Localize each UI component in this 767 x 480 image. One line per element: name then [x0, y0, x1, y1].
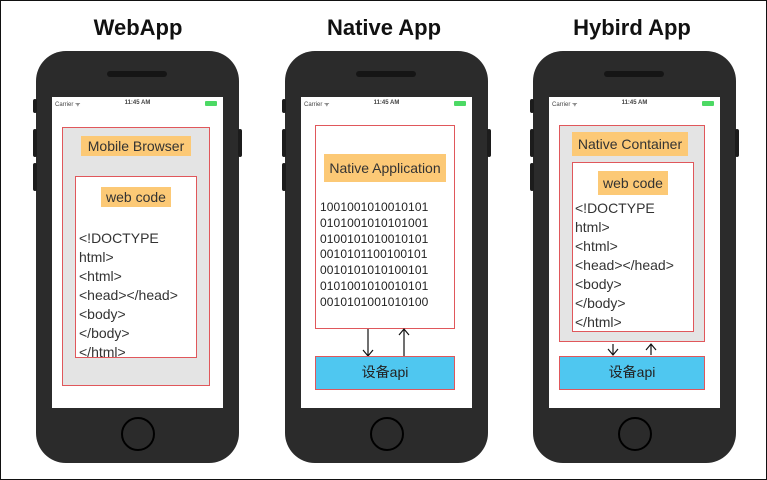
- mobile-browser-label: Mobile Browser: [81, 136, 191, 156]
- mute-switch: [282, 99, 286, 113]
- volume-down-button: [33, 163, 37, 191]
- speaker-icon: [604, 71, 664, 77]
- status-bar: Carrier ᯤ 11:45 AM: [301, 97, 472, 109]
- status-time: 11:45 AM: [124, 100, 151, 106]
- volume-down-button: [530, 163, 534, 191]
- mute-switch: [33, 99, 37, 113]
- native-app-title: Native App: [326, 15, 442, 40]
- home-button: [370, 417, 404, 451]
- speaker-icon: [107, 71, 167, 77]
- speaker-icon: [356, 71, 416, 77]
- mute-switch: [530, 99, 534, 113]
- web-code-label: web code: [598, 171, 668, 195]
- carrier-label: Carrier ᯤ: [304, 102, 330, 108]
- volume-down-button: [282, 163, 286, 191]
- power-button: [238, 129, 242, 157]
- mobile-browser-box: Mobile Browser web code <!DOCTYPE html> …: [62, 127, 210, 386]
- api-arrows: [607, 343, 657, 356]
- native-application-label: Native Application: [324, 154, 446, 182]
- hybrid-app-title: Hybird App: [573, 15, 691, 40]
- power-button: [735, 129, 739, 157]
- web-code-label: web code: [101, 187, 171, 207]
- native-container-label: Native Container: [572, 132, 688, 156]
- carrier-label: Carrier ᯤ: [552, 102, 578, 108]
- status-time: 11:45 AM: [373, 100, 400, 106]
- home-button: [618, 417, 652, 451]
- home-button: [121, 417, 155, 451]
- battery-icon: [205, 101, 217, 106]
- web-code-box: web code <!DOCTYPE html> <html> <head></…: [75, 176, 197, 360]
- volume-up-button: [282, 129, 286, 157]
- status-bar: Carrier ᯤ 11:45 AM: [52, 97, 223, 109]
- device-api-box: 设备api: [315, 356, 455, 390]
- volume-up-button: [33, 129, 37, 157]
- battery-icon: [702, 101, 714, 106]
- native-app-screen: Carrier ᯤ 11:45 AM Native Application 10…: [301, 97, 472, 408]
- webapp-screen: Carrier ᯤ 11:45 AM Mobile Browser web co…: [52, 97, 223, 408]
- binary-code: 1001001010010101 0101001010101001 010010…: [320, 200, 429, 309]
- power-button: [487, 129, 491, 157]
- native-app-phone: Carrier ᯤ 11:45 AM Native Application 10…: [282, 51, 491, 463]
- hybrid-app-screen: Carrier ᯤ 11:45 AM Native Container web …: [549, 97, 720, 408]
- device-api-box: 设备api: [559, 356, 705, 390]
- battery-icon: [454, 101, 466, 106]
- webapp-phone: Carrier ᯤ 11:45 AM Mobile Browser web co…: [33, 51, 242, 463]
- web-code-box: web code <!DOCTYPE html> <html> <head></…: [572, 162, 694, 332]
- html-code: <!DOCTYPE html> <html> <head></head> <bo…: [79, 230, 178, 360]
- status-bar: Carrier ᯤ 11:45 AM: [549, 97, 720, 109]
- carrier-label: Carrier ᯤ: [55, 102, 81, 108]
- hybrid-app-phone: Carrier ᯤ 11:45 AM Native Container web …: [530, 51, 739, 463]
- status-time: 11:45 AM: [621, 100, 648, 106]
- html-code: <!DOCTYPE html> <html> <head></head> <bo…: [575, 200, 674, 330]
- webapp-title: WebApp: [93, 15, 183, 40]
- native-application-box: Native Application 1001001010010101 0101…: [315, 125, 455, 329]
- native-container-box: Native Container web code <!DOCTYPE html…: [559, 125, 705, 342]
- volume-up-button: [530, 129, 534, 157]
